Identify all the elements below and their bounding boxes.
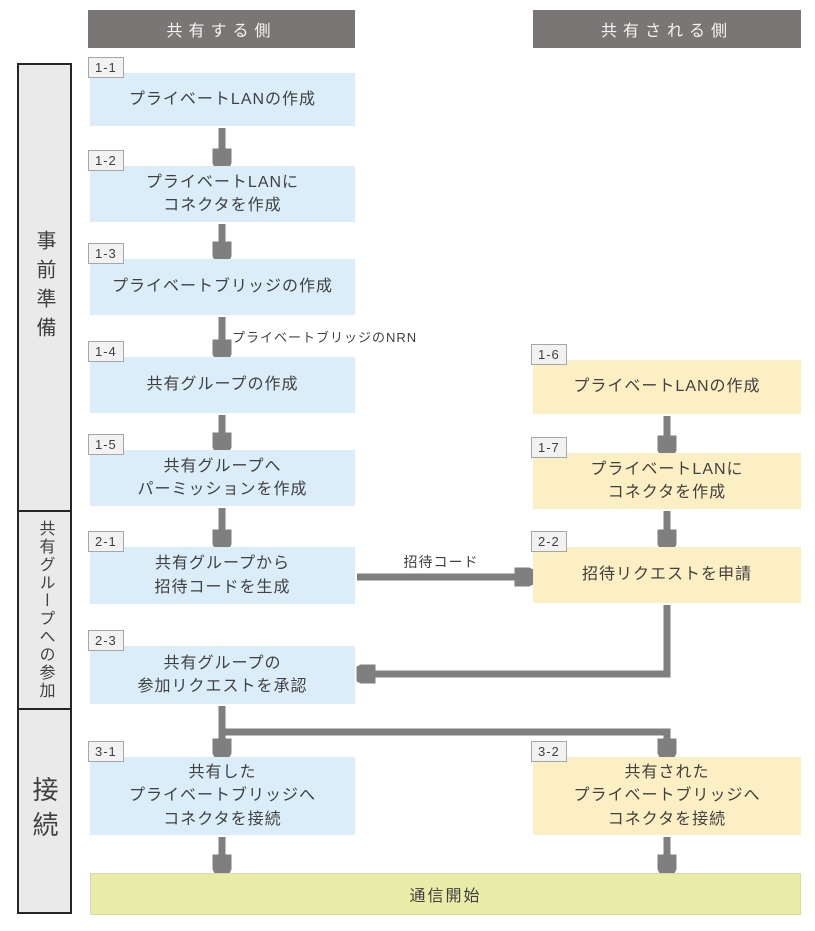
step-box-2-2: 2-2 招待リクエストを申請: [531, 531, 801, 603]
step-box-1-6: 1-6 プライベートLANの作成: [531, 344, 801, 414]
column-header-label: 共有する側: [166, 23, 277, 40]
step-number-badge: 1-5: [88, 434, 124, 455]
step-box-1-7: 1-7 プライベートLANに コネクタを作成: [531, 437, 801, 509]
arrow-2-2-to-2-3: [364, 605, 671, 674]
final-step-communication-start: 通信開始: [90, 873, 801, 915]
arrow-annotation-invite-code: 招待コード: [403, 554, 479, 570]
step-label: 共有グループの作成: [146, 376, 299, 394]
final-step-label: 通信開始: [409, 888, 482, 905]
phase-section-preparation: 事前準備: [17, 63, 72, 512]
step-box-2-3: 2-3 共有グループの 参加リクエストを承認: [88, 630, 355, 704]
step-label: プライベートLANの作成: [128, 90, 317, 108]
step-box-3-2: 3-2 共有された プライベートブリッジへ コネクタを接続: [531, 741, 801, 835]
step-number-badge: 3-2: [531, 741, 567, 762]
step-box-3-1: 3-1 共有した プライベートブリッジへ コネクタを接続: [88, 741, 355, 835]
step-number-badge: 1-4: [88, 341, 124, 362]
step-label: 共有グループから 招待コードを生成: [154, 555, 291, 596]
step-box-1-5: 1-5 共有グループへ パーミッションを作成: [88, 434, 355, 506]
column-header-label: 共有される側: [600, 23, 733, 40]
step-number-badge: 1-2: [88, 150, 124, 171]
step-box-1-1: 1-1 プライベートLANの作成: [88, 57, 355, 126]
step-label: プライベートブリッジの作成: [111, 278, 333, 296]
step-number-badge: 2-2: [531, 531, 567, 552]
step-label: 招待リクエストを申請: [581, 566, 752, 584]
column-header-shared-side: 共有される側: [533, 10, 801, 48]
phase-section-join-share-group: 共有グループへの参加: [17, 510, 72, 710]
step-label: 共有グループへ パーミッションを作成: [137, 457, 308, 498]
step-box-2-1: 2-1 共有グループから 招待コードを生成: [88, 531, 355, 604]
phase-label: 事前準備: [33, 229, 55, 346]
step-number-badge: 2-1: [88, 531, 124, 552]
step-number-badge: 1-3: [88, 243, 124, 264]
step-box-1-2: 1-2 プライベートLANに コネクタを作成: [88, 150, 355, 222]
step-box-1-4: 1-4 共有グループの作成: [88, 341, 355, 413]
phase-label: 接続: [29, 776, 59, 846]
step-number-badge: 3-1: [88, 741, 124, 762]
arrow-2-3-to-3-2: [222, 728, 667, 750]
column-header-sharing-side: 共有する側: [88, 10, 355, 48]
step-label: プライベートLANに コネクタを作成: [590, 460, 744, 501]
step-number-badge: 1-7: [531, 437, 567, 458]
arrow-annotation-bridge-nrn: プライベートブリッジのNRN: [232, 330, 418, 345]
phase-label: 共有グループへの参加: [36, 520, 54, 700]
phase-section-connection: 接続: [17, 708, 72, 914]
step-label: 共有グループの 参加リクエストを承認: [137, 654, 308, 695]
step-label: プライベートLANの作成: [573, 378, 761, 396]
step-label: 共有された プライベートブリッジへ コネクタを接続: [573, 764, 761, 828]
step-box-1-3: 1-3 プライベートブリッジの作成: [88, 243, 355, 315]
step-number-badge: 2-3: [88, 630, 124, 651]
step-number-badge: 1-1: [88, 57, 124, 78]
step-label: 共有した プライベートブリッジへ コネクタを接続: [128, 764, 316, 828]
step-number-badge: 1-6: [531, 344, 567, 365]
step-label: プライベートLANに コネクタを作成: [145, 173, 300, 214]
